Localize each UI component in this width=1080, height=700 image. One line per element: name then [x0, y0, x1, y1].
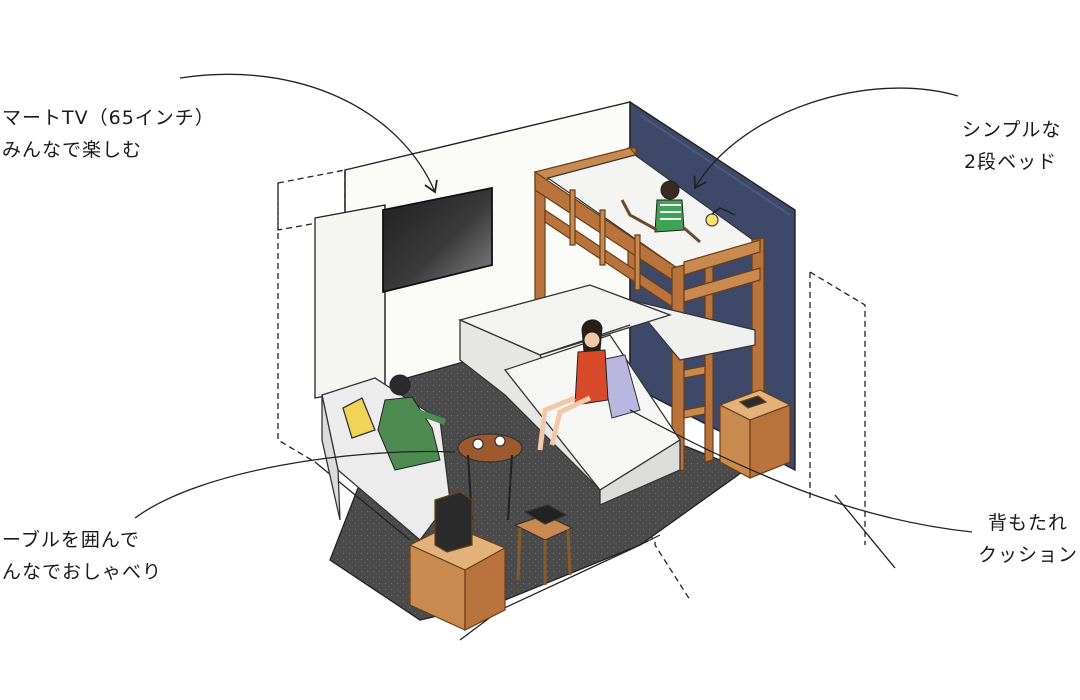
tv-annotation-line2: みんなで楽しむ: [2, 139, 143, 161]
bunk-annotation-line2: 2段ベッド: [964, 151, 1058, 173]
table-arrow: [134, 450, 456, 519]
cushion-annotation-line1: 背もたれ: [988, 512, 1069, 534]
child-on-bunk: [620, 180, 701, 244]
bunk-bed: [533, 147, 765, 473]
lamp-icon: [705, 207, 736, 227]
stool: [513, 504, 574, 585]
table-annotation-line2: んなでおしゃべり: [2, 561, 163, 583]
bunk-annotation-line1: シンプルな: [962, 119, 1062, 141]
cushion-annotation-line2: クッション: [978, 544, 1079, 566]
table-annotation-line1: ーブルを囲んで: [2, 529, 140, 551]
round-table: [457, 433, 523, 521]
door-lines: [639, 534, 661, 546]
cushion-arrow: [629, 409, 973, 533]
woman-on-bed: [537, 319, 609, 451]
nightstand: [718, 389, 792, 479]
left-wall: [314, 204, 386, 399]
bunk-arrow: [693, 87, 959, 190]
tv-annotation: マートTV（65インチ） みんなで楽しむ: [2, 102, 215, 166]
room-outline: [277, 169, 866, 601]
bunk-annotation: シンプルな 2段ベッド: [962, 114, 1061, 178]
side-table: [408, 491, 507, 631]
cushion-annotation: 背もたれ クッション: [978, 507, 1078, 571]
table-annotation: ーブルを囲んで んなでおしゃべり: [2, 524, 162, 588]
tv-annotation-line1: マートTV（65インチ）: [2, 107, 215, 129]
tv-arrow: [179, 73, 438, 194]
annotation-arrows: [134, 73, 973, 569]
tv-screen: [382, 186, 493, 294]
